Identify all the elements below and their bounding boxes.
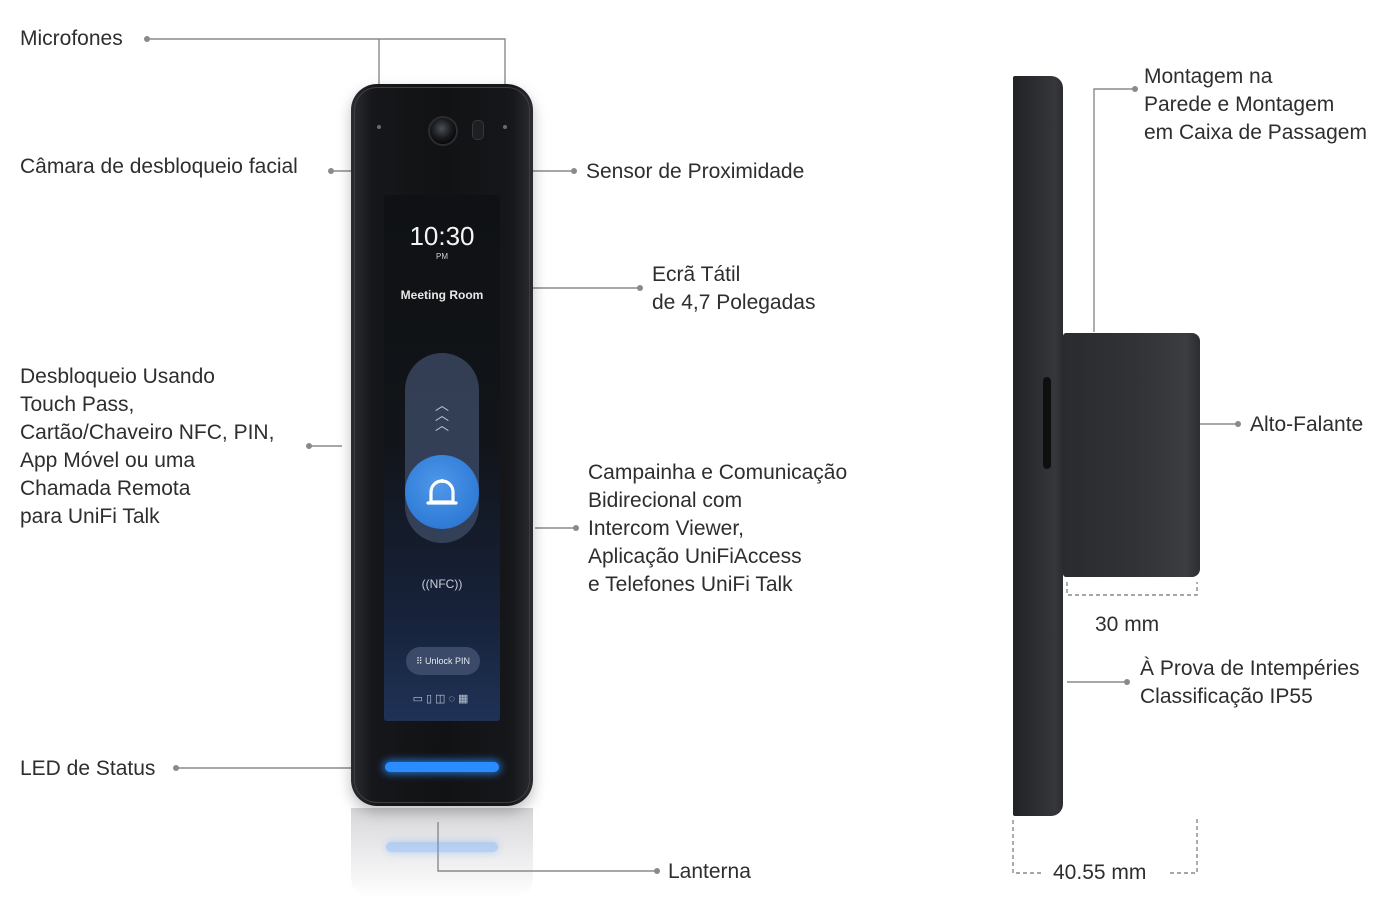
intercom-side-plate (1013, 76, 1063, 816)
status-led (385, 762, 499, 772)
label-mounting: Montagem na Parede e Montagem em Caixa d… (1144, 65, 1367, 144)
nfc-icon: ((NFC)) (421, 577, 463, 591)
label-flashlight: Lanterna (668, 860, 751, 883)
unlock-method-icons: ▭▯◫◌▦ (412, 693, 472, 705)
label-touchscreen: Ecrã Tátil de 4,7 Polegadas (652, 263, 816, 314)
device-rim (354, 87, 530, 803)
label-depth: 30 mm (1095, 613, 1160, 636)
label-unlock-methods: Desbloqueio Usando Touch Pass, Cartão/Ch… (20, 365, 275, 528)
intercom-front: 10:30 PM Meeting Room ︿︿︿ ((NFC)) ⠿ Unlo… (351, 84, 533, 806)
label-face-camera: Câmara de desbloqueio facial (20, 155, 298, 178)
label-thickness: 40.55 mm (1053, 861, 1147, 884)
label-doorbell: Campainha e Comunicação Bidirecional com… (588, 461, 848, 596)
face-camera (428, 116, 458, 146)
clock-ampm: PM (436, 252, 448, 261)
microphone-left (377, 125, 381, 129)
speaker-slot (1043, 377, 1051, 469)
doorbell-button[interactable] (405, 455, 479, 529)
touchscreen[interactable]: 10:30 PM Meeting Room ︿︿︿ ((NFC)) ⠿ Unlo… (384, 195, 500, 721)
proximity-sensor (472, 120, 484, 140)
label-speaker: Alto-Falante (1250, 413, 1364, 436)
room-name: Meeting Room (400, 288, 484, 302)
clock-time: 10:30 (409, 221, 475, 251)
microphone-right (503, 125, 507, 129)
device-reflection (351, 808, 533, 898)
label-microphones: Microfones (20, 27, 123, 50)
bell-icon (426, 479, 458, 505)
flashlight-reflection (386, 842, 498, 852)
label-proximity-sensor: Sensor de Proximidade (586, 160, 805, 183)
label-weatherproof: À Prova de Intempéries Classificação IP5… (1140, 657, 1360, 708)
intercom-side-box (1063, 333, 1200, 577)
label-status-led: LED de Status (20, 757, 156, 780)
chevron-up-icon: ︿︿︿ (435, 397, 449, 433)
unlock-pin-button[interactable]: ⠿ Unlock PIN (406, 647, 480, 675)
